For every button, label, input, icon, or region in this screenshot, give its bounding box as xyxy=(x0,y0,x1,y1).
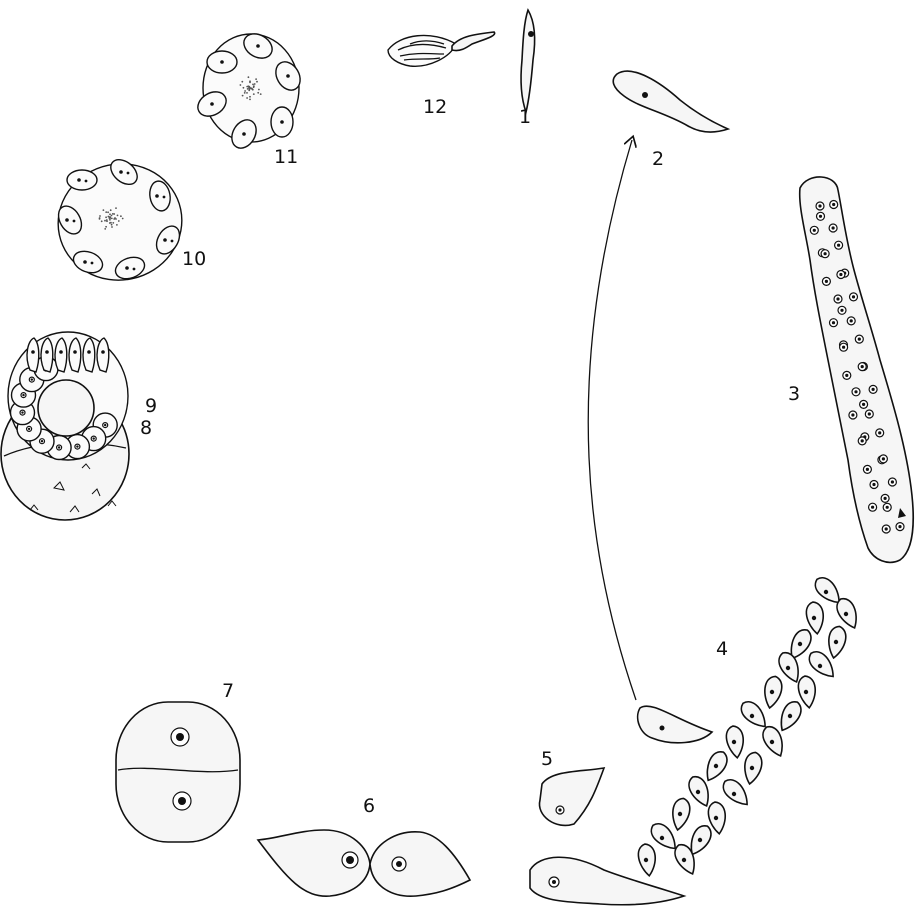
stage-label-11: 11 xyxy=(274,146,298,168)
stage-label-3: 3 xyxy=(788,383,800,405)
stage-1-sporozoite xyxy=(521,10,535,112)
stage-11-mature-oocyst xyxy=(194,29,306,153)
stage-10-oocyst xyxy=(47,152,192,291)
stage-label-10: 10 xyxy=(182,248,206,270)
stage-label-4: 4 xyxy=(716,638,728,660)
stage-2-trophozoite xyxy=(613,71,728,132)
stage-12-excystation xyxy=(388,32,495,66)
stage-label-2: 2 xyxy=(652,148,664,170)
stage-7-zygote xyxy=(116,702,240,842)
stage-label-8: 8 xyxy=(140,417,152,439)
stage-label-9: 9 xyxy=(145,395,157,417)
cycle-arrow xyxy=(588,140,636,700)
stage-label-6: 6 xyxy=(363,795,375,817)
stage-3-schizont xyxy=(800,177,914,562)
stage-label-7: 7 xyxy=(222,680,234,702)
stage-label-12: 12 xyxy=(423,96,447,118)
stage-label-5: 5 xyxy=(541,748,553,770)
stage-label-1: 1 xyxy=(519,106,531,128)
stage-6-gametocytes xyxy=(258,830,470,896)
stage-9-sporocysts xyxy=(8,332,128,460)
